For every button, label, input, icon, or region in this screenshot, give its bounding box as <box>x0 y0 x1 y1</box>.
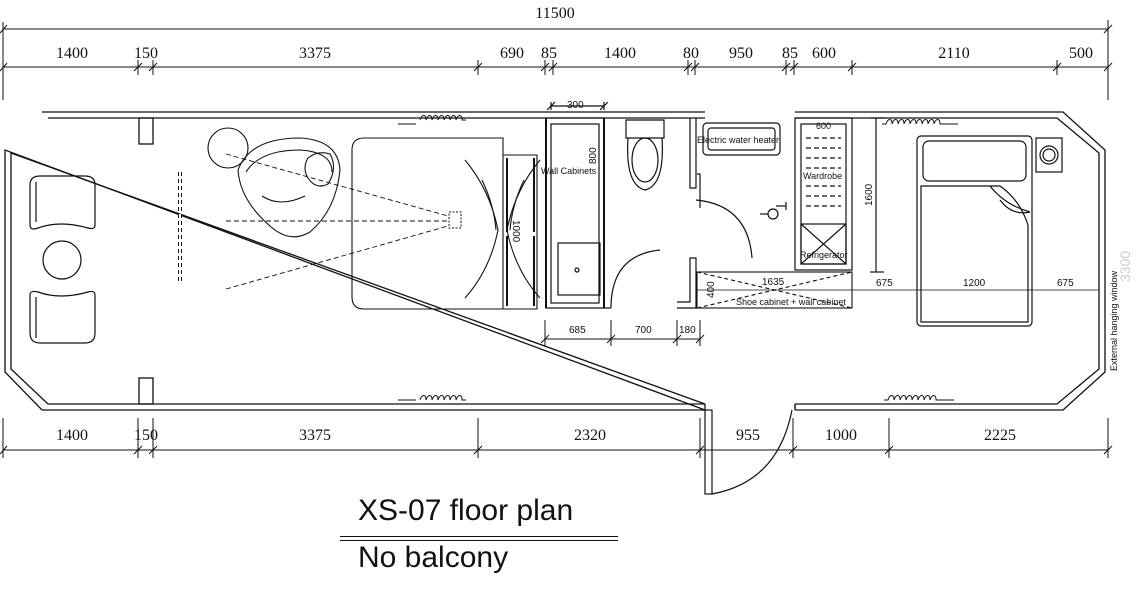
top-dim-5: 85 <box>541 45 557 62</box>
top-dim-8: 950 <box>729 45 753 62</box>
bed-curtain <box>351 137 541 310</box>
dim-685: 685 <box>569 325 586 336</box>
top-dim-7: 80 <box>683 45 699 62</box>
exterior-walls <box>4 111 1106 411</box>
dim-overall: 11500 <box>535 5 574 22</box>
bottom-dim-2: 150 <box>134 427 158 444</box>
bottom-dimensions: 1400 150 3375 2320 955 1000 2225 <box>0 418 1113 458</box>
shower-icon <box>767 208 779 220</box>
title-rule-1 <box>340 536 618 537</box>
top-dim-11: 2110 <box>938 45 969 62</box>
wall-cabinets <box>545 101 609 309</box>
dim-1600-vertical: 1600 <box>864 183 875 206</box>
dim-700: 700 <box>635 325 652 336</box>
bottom-dim-4: 2320 <box>574 427 606 444</box>
dim-675-right: 675 <box>1057 278 1074 289</box>
bottom-dim-5: 955 <box>736 427 760 444</box>
top-dimensions: 1400 150 3375 690 85 1400 80 950 85 600 … <box>0 45 1113 75</box>
dim-800-vertical: 800 <box>588 147 599 164</box>
label-water-heater: Electric water heater <box>697 135 779 145</box>
dim-180: 180 <box>679 325 696 336</box>
armchair-top <box>29 175 96 230</box>
dim-300: 300 <box>567 100 584 111</box>
top-dim-6: 1400 <box>604 45 636 62</box>
side-table <box>42 240 82 280</box>
top-dim-1: 1400 <box>56 45 88 62</box>
armchair-bottom <box>29 290 96 344</box>
top-dim-10: 600 <box>812 45 836 62</box>
projection-lines <box>225 153 449 290</box>
top-dim-12: 500 <box>1069 45 1093 62</box>
bottom-dim-7: 2225 <box>984 427 1016 444</box>
dim-400-vertical: 400 <box>706 281 717 298</box>
label-wardrobe: Wardrobe <box>803 171 842 181</box>
bottom-dim-3: 3375 <box>299 427 331 444</box>
overall-dimension: 11500 <box>0 5 1113 100</box>
dim-1000-vertical: 1000 <box>510 220 521 243</box>
top-dim-4: 690 <box>500 45 524 62</box>
bottom-dim-1: 1400 <box>56 427 88 444</box>
plan-subtitle: No balcony <box>358 541 509 574</box>
plan-title: XS-07 floor plan <box>358 494 574 527</box>
top-dim-3: 3375 <box>299 45 331 62</box>
dim-1635: 1635 <box>762 277 785 288</box>
dim-600-wardrobe: 600 <box>816 121 831 131</box>
dim-675-left: 675 <box>876 278 893 289</box>
label-refrigerator: Refrigerator <box>800 250 848 260</box>
lounge-furniture <box>29 172 182 344</box>
bathroom <box>603 118 787 309</box>
label-shoe-cabinet: Shoe cabinet + wall cabinet <box>736 297 846 307</box>
egg-chair <box>207 127 341 238</box>
wardrobe <box>794 117 884 273</box>
window-curtains <box>398 115 958 401</box>
projector-icon <box>448 211 462 229</box>
label-wall-cabinets: Wall Cabinets <box>541 166 597 176</box>
dim-1200: 1200 <box>963 278 986 289</box>
top-dim-2: 150 <box>134 45 158 62</box>
label-external-window: External hanging window <box>1109 270 1119 371</box>
top-dim-9: 85 <box>782 45 798 62</box>
water-heater-icon <box>702 122 781 156</box>
entrance-door <box>704 404 796 495</box>
toilet-icon <box>625 119 665 139</box>
interior-bottom-dims <box>540 320 705 346</box>
bottom-dim-6: 1000 <box>825 427 857 444</box>
bedroom-bed <box>916 135 1063 327</box>
dim-3300-vertical: 3300 <box>1117 251 1133 282</box>
title-rule-2 <box>340 540 618 541</box>
